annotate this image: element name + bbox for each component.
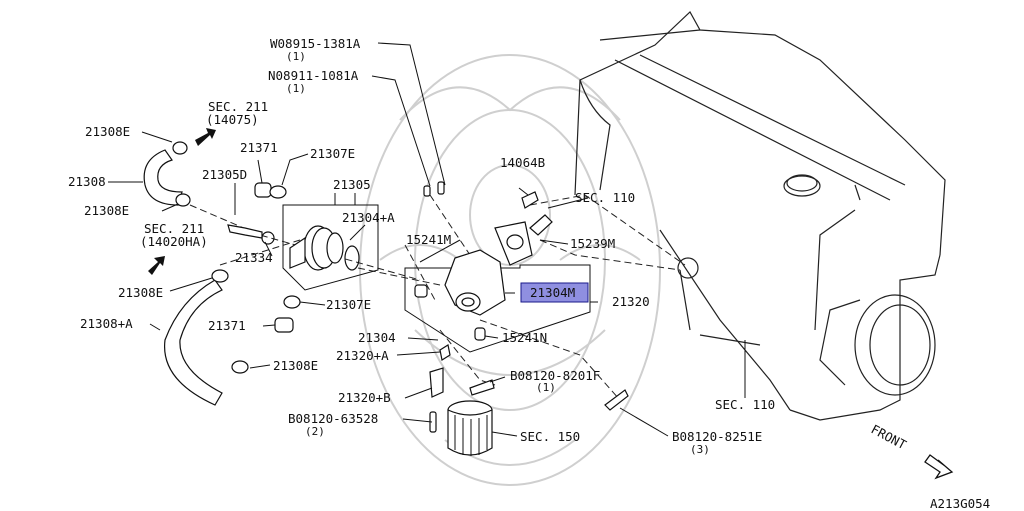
label-sec211-lower: SEC. 211 — [144, 221, 204, 236]
label-08120-8201f: B08120-8201F — [510, 368, 600, 383]
label-21320-b: 21320+B — [338, 390, 391, 405]
label-21308e-bottom: 21308E — [273, 358, 318, 373]
label-21308e-middle: 21308E — [84, 203, 129, 218]
arrow-sec211-lower-icon — [148, 256, 165, 275]
label-sec211-upper: SEC. 211 — [208, 99, 268, 114]
engine-block — [574, 11, 946, 421]
label-15241m: 15241M — [406, 232, 451, 247]
label-15241n: 15241N — [502, 330, 547, 345]
label-21320-a: 21320+A — [336, 348, 389, 363]
label-21308-a: 21308+A — [80, 316, 133, 331]
label-21305d: 21305D — [202, 167, 247, 182]
label-08915-qty: (1) — [286, 50, 306, 63]
hose-21371-lower — [274, 317, 294, 333]
label-08915-1381a: W08915-1381A — [270, 36, 361, 51]
highlighted-part-21304m-box — [520, 282, 589, 303]
arrow-sec211-upper-icon — [195, 128, 216, 146]
label-sec110-upper: SEC. 110 — [575, 190, 635, 205]
leader-lines — [108, 42, 746, 437]
label-08120-8251e: B08120-8251E — [672, 429, 762, 444]
label-21308: 21308 — [68, 174, 106, 189]
label-21307e-upper: 21307E — [310, 146, 355, 161]
label-21307e-lower: 21307E — [326, 297, 371, 312]
label-21371-upper: 21371 — [240, 140, 278, 155]
label-21371-lower: 21371 — [208, 318, 246, 333]
oil-filter-bracket-21320 — [404, 221, 591, 353]
label-21308e-upper: 21308E — [85, 124, 130, 139]
label-front: FRONT — [869, 421, 910, 452]
label-08120-63528: B08120-63528 — [288, 411, 378, 426]
label-sec211-lower-sub: (14020HA) — [140, 234, 208, 249]
bolts — [423, 181, 629, 433]
hose-21308-a — [164, 269, 249, 406]
front-arrow-icon — [924, 454, 954, 480]
label-21334: 21334 — [235, 250, 273, 265]
oil-cooler-21305 — [227, 204, 379, 291]
hose-21308 — [143, 141, 191, 207]
label-08911-1081a: N08911-1081A — [268, 68, 359, 83]
label-08120-8201f-qty: (1) — [536, 381, 556, 394]
watermark-emblem — [359, 54, 661, 486]
oil-filter — [447, 400, 493, 456]
label-21305: 21305 — [333, 177, 371, 192]
label-21304m: 21304M — [530, 285, 575, 300]
assembly-lines — [189, 194, 686, 401]
label-08120-8251e-qty: (3) — [690, 443, 710, 456]
label-sec110-lower: SEC. 110 — [715, 397, 775, 412]
label-08120-63528-qty: (2) — [305, 425, 325, 438]
label-sec150: SEC. 150 — [520, 429, 580, 444]
label-21304-a: 21304+A — [342, 210, 395, 225]
diagram-code: A213G054 — [930, 496, 990, 511]
hose-21371-upper — [254, 182, 272, 198]
label-14064b: 14064B — [500, 155, 545, 170]
label-21304: 21304 — [358, 330, 396, 345]
label-21308e-lower: 21308E — [118, 285, 163, 300]
part-labels: W08915-1381A (1) N08911-1081A (1) SEC. 2… — [68, 36, 990, 511]
label-15239m: 15239M — [570, 236, 615, 251]
label-21320: 21320 — [612, 294, 650, 309]
label-sec211-upper-sub: (14075) — [206, 112, 259, 127]
label-08911-qty: (1) — [286, 82, 306, 95]
